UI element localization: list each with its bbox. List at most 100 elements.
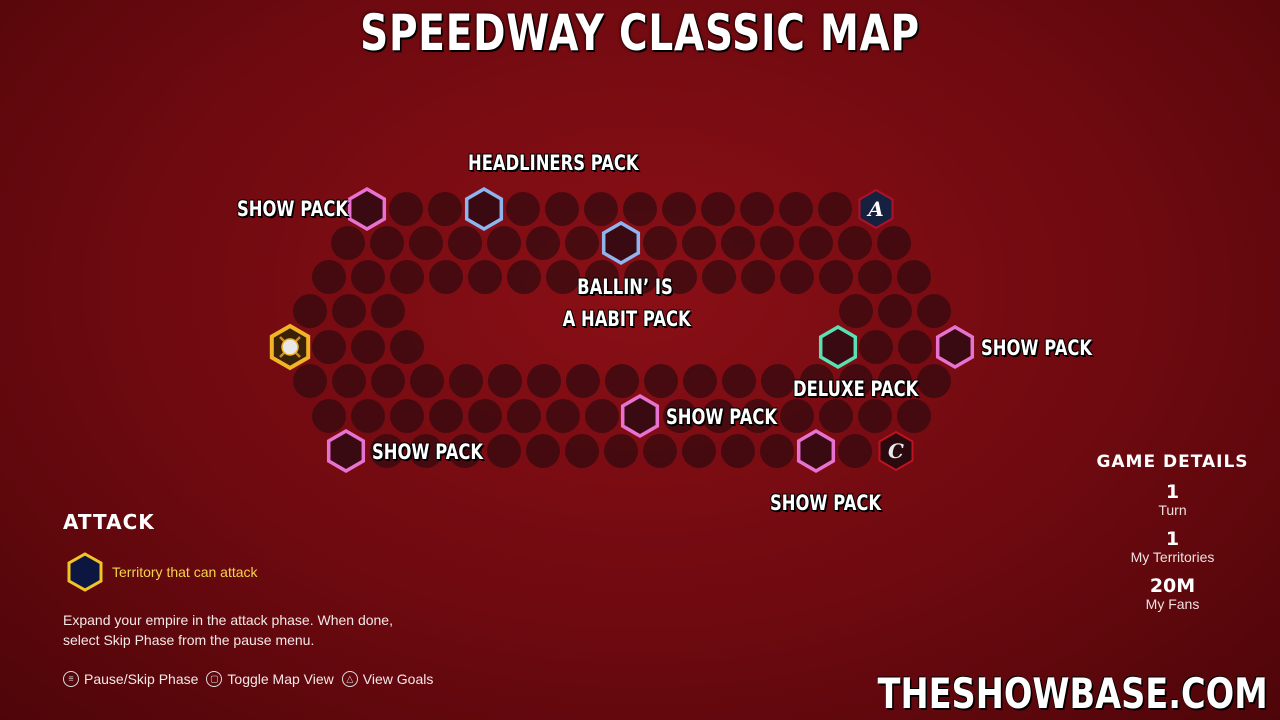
territory-cell[interactable] — [409, 434, 443, 468]
territory-cell[interactable] — [527, 364, 561, 398]
territory-cell[interactable] — [859, 330, 893, 364]
territory-cell[interactable] — [760, 434, 794, 468]
territory-cell[interactable] — [682, 434, 716, 468]
territory-cell[interactable] — [468, 260, 502, 294]
territory-cell[interactable] — [663, 399, 697, 433]
territory-deluxe-pack[interactable] — [818, 324, 858, 370]
territory-cell[interactable] — [332, 294, 366, 328]
territory-cell[interactable] — [643, 226, 677, 260]
territory-cell[interactable] — [682, 226, 716, 260]
territory-cell[interactable] — [643, 434, 677, 468]
territory-cell[interactable] — [605, 364, 639, 398]
territory-cell[interactable] — [623, 192, 657, 226]
territory-cell[interactable] — [584, 192, 618, 226]
territory-cell[interactable] — [702, 260, 736, 294]
territory-cell[interactable] — [487, 434, 521, 468]
territory-cell[interactable] — [877, 226, 911, 260]
territory-cell[interactable] — [780, 399, 814, 433]
territory-cell[interactable] — [390, 260, 424, 294]
territory-cell[interactable] — [428, 192, 462, 226]
territory-cell[interactable] — [565, 434, 599, 468]
territory-show-pack-bottom-left[interactable] — [326, 428, 366, 474]
territory-cell[interactable] — [545, 192, 579, 226]
territory-cell[interactable] — [546, 260, 580, 294]
territory-cell[interactable] — [312, 330, 346, 364]
territory-cell[interactable] — [839, 364, 873, 398]
territory-cell[interactable] — [507, 399, 541, 433]
territory-cell[interactable] — [722, 364, 756, 398]
baseball-bats-icon[interactable] — [269, 323, 311, 371]
territory-cell[interactable] — [585, 399, 619, 433]
territory-cell[interactable] — [898, 330, 932, 364]
territory-cell[interactable] — [819, 399, 853, 433]
territory-cell[interactable] — [370, 434, 404, 468]
territory-cell[interactable] — [878, 294, 912, 328]
territory-cell[interactable] — [878, 364, 912, 398]
territory-cell[interactable] — [293, 364, 327, 398]
braves-a-icon[interactable]: A — [858, 188, 894, 230]
territory-cell[interactable] — [293, 294, 327, 328]
territory-cell[interactable] — [409, 226, 443, 260]
territory-cell[interactable] — [546, 399, 580, 433]
territory-cell[interactable] — [526, 226, 560, 260]
territory-cell[interactable] — [761, 364, 795, 398]
pause-skip-control[interactable]: ≡ Pause/Skip Phase — [63, 671, 198, 687]
territory-cell[interactable] — [526, 434, 560, 468]
territory-cell[interactable] — [838, 226, 872, 260]
territory-cell[interactable] — [741, 399, 775, 433]
reds-c-icon[interactable]: C — [878, 430, 914, 472]
territory-cell[interactable] — [702, 399, 736, 433]
territory-cell[interactable] — [449, 364, 483, 398]
territory-cell[interactable] — [683, 364, 717, 398]
territory-cell[interactable] — [371, 294, 405, 328]
territory-cell[interactable] — [624, 260, 658, 294]
territory-cell[interactable] — [488, 364, 522, 398]
territory-cell[interactable] — [448, 226, 482, 260]
territory-cell[interactable] — [370, 226, 404, 260]
territory-cell[interactable] — [917, 364, 951, 398]
territory-cell[interactable] — [331, 226, 365, 260]
territory-show-pack-bottom-right[interactable] — [796, 428, 836, 474]
territory-cell[interactable] — [858, 399, 892, 433]
territory-cell[interactable] — [468, 399, 502, 433]
territory-ballin-pack[interactable] — [601, 220, 641, 266]
territory-cell[interactable] — [760, 226, 794, 260]
territory-cell[interactable] — [897, 399, 931, 433]
territory-cell[interactable] — [507, 260, 541, 294]
territory-cell[interactable] — [390, 330, 424, 364]
territory-cell[interactable] — [780, 260, 814, 294]
territory-cell[interactable] — [644, 364, 678, 398]
territory-cell[interactable] — [429, 260, 463, 294]
territory-cell[interactable] — [351, 330, 385, 364]
territory-cell[interactable] — [662, 192, 696, 226]
territory-cell[interactable] — [779, 192, 813, 226]
territory-cell[interactable] — [858, 260, 892, 294]
territory-cell[interactable] — [351, 399, 385, 433]
territory-cell[interactable] — [565, 226, 599, 260]
territory-show-pack-right[interactable] — [935, 324, 975, 370]
territory-cell[interactable] — [351, 260, 385, 294]
territory-cell[interactable] — [410, 364, 444, 398]
territory-cell[interactable] — [487, 226, 521, 260]
territory-cell[interactable] — [332, 364, 366, 398]
territory-cell[interactable] — [604, 434, 638, 468]
territory-cell[interactable] — [389, 192, 423, 226]
territory-cell[interactable] — [897, 260, 931, 294]
territory-cell[interactable] — [721, 226, 755, 260]
territory-cell[interactable] — [585, 260, 619, 294]
territory-cell[interactable] — [819, 260, 853, 294]
territory-cell[interactable] — [448, 434, 482, 468]
territory-show-pack-center[interactable] — [620, 393, 660, 439]
toggle-map-control[interactable]: ▢ Toggle Map View — [206, 671, 334, 687]
territory-cell[interactable] — [371, 364, 405, 398]
territory-cell[interactable] — [506, 192, 540, 226]
territory-cell[interactable] — [740, 192, 774, 226]
territory-cell[interactable] — [663, 260, 697, 294]
territory-cell[interactable] — [701, 192, 735, 226]
territory-cell[interactable] — [721, 434, 755, 468]
view-goals-control[interactable]: △ View Goals — [341, 671, 433, 687]
territory-cell[interactable] — [818, 192, 852, 226]
territory-cell[interactable] — [566, 364, 600, 398]
territory-headliners-pack[interactable] — [464, 186, 504, 232]
